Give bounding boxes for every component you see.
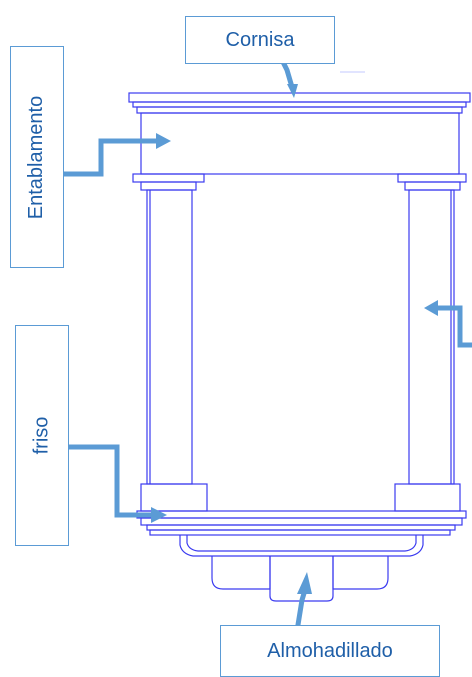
left-capital [132,173,205,191]
right-plinth [394,483,461,512]
cornisa-arrow [280,60,298,98]
almohadillado-text: Almohadillado [267,639,393,662]
almohadillado-label: Almohadillado [220,625,440,677]
window-sill [136,510,467,536]
entablamento-arrow [61,133,171,177]
lower-moulding [179,535,424,557]
left-column [146,189,193,485]
friso-arrow [66,444,167,523]
right-column-arrow [424,300,472,348]
left-plinth [140,483,208,512]
cornisa-text: Cornisa [225,28,295,51]
entablature [140,112,460,175]
rusticated-blocks [211,556,389,602]
right-column [408,189,455,485]
friso-label: friso [15,325,69,546]
friso-text: friso [30,416,53,455]
cornisa-label: Cornisa [185,16,335,64]
entablamento-label: Entablamento [10,46,64,268]
cornice [128,71,471,114]
almohadillado-arrow [294,572,312,634]
entablamento-text: Entablamento [25,95,48,219]
right-capital [397,173,467,191]
